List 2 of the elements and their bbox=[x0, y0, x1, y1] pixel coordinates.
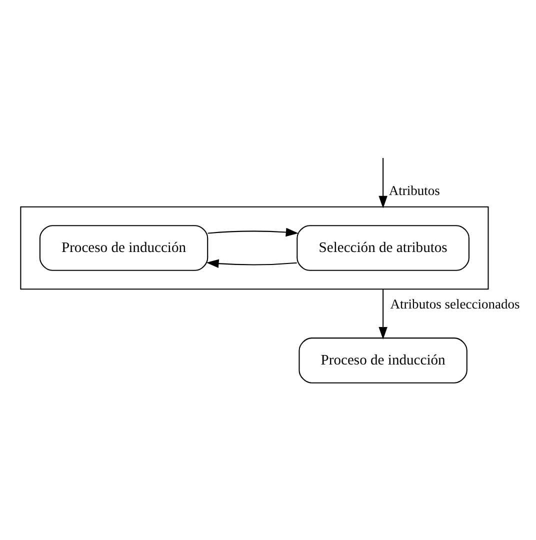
edge-label: Atributos bbox=[388, 182, 440, 198]
edge-label: Atributos seleccionados bbox=[390, 296, 520, 312]
